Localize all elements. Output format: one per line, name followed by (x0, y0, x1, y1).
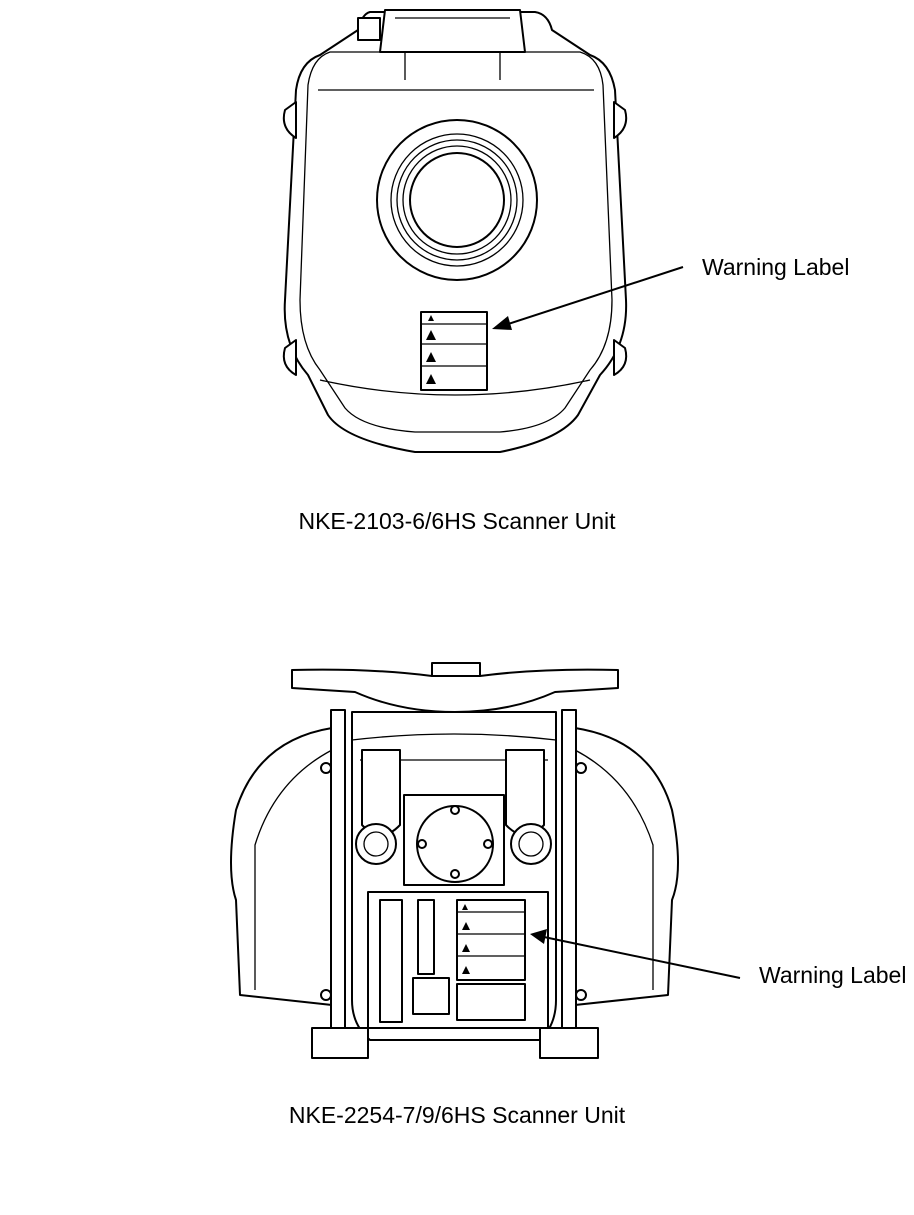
warning-label-callout: Warning Label (759, 962, 906, 989)
mount-cap (432, 663, 480, 676)
right-ear-top (614, 102, 626, 138)
warning-label-plate (457, 900, 525, 980)
figure-caption: NKE-2254-7/9/6HS Scanner Unit (0, 1102, 914, 1129)
figure-caption: NKE-2103-6/6HS Scanner Unit (0, 508, 914, 535)
scanner-unit-figure-bottom: Warning Label NKE-2254-7/9/6HS Scanner U… (0, 600, 914, 1215)
left-ear-bottom (284, 340, 296, 375)
warning-label-plate (421, 312, 487, 390)
left-radome (231, 728, 332, 1005)
ground-terminal (413, 978, 449, 1014)
right-cable-gland (511, 824, 551, 864)
top-handle (380, 10, 525, 52)
warning-label-callout: Warning Label (702, 254, 849, 281)
right-frame (562, 710, 576, 1048)
right-radome (575, 728, 678, 1005)
top-bolt (358, 18, 380, 40)
left-frame (331, 710, 345, 1048)
name-plate (457, 984, 525, 1020)
left-ear-top (284, 102, 296, 138)
lens-window (410, 153, 504, 247)
scanner-unit-figure-top: Warning Label NKE-2103-6/6HS Scanner Uni… (0, 0, 914, 560)
left-arm (362, 750, 400, 835)
right-ear-bottom (614, 340, 626, 375)
left-cable-gland (356, 824, 396, 864)
right-foot (540, 1028, 598, 1058)
right-arm (506, 750, 544, 835)
left-foot (312, 1028, 368, 1058)
small-label (418, 900, 434, 974)
